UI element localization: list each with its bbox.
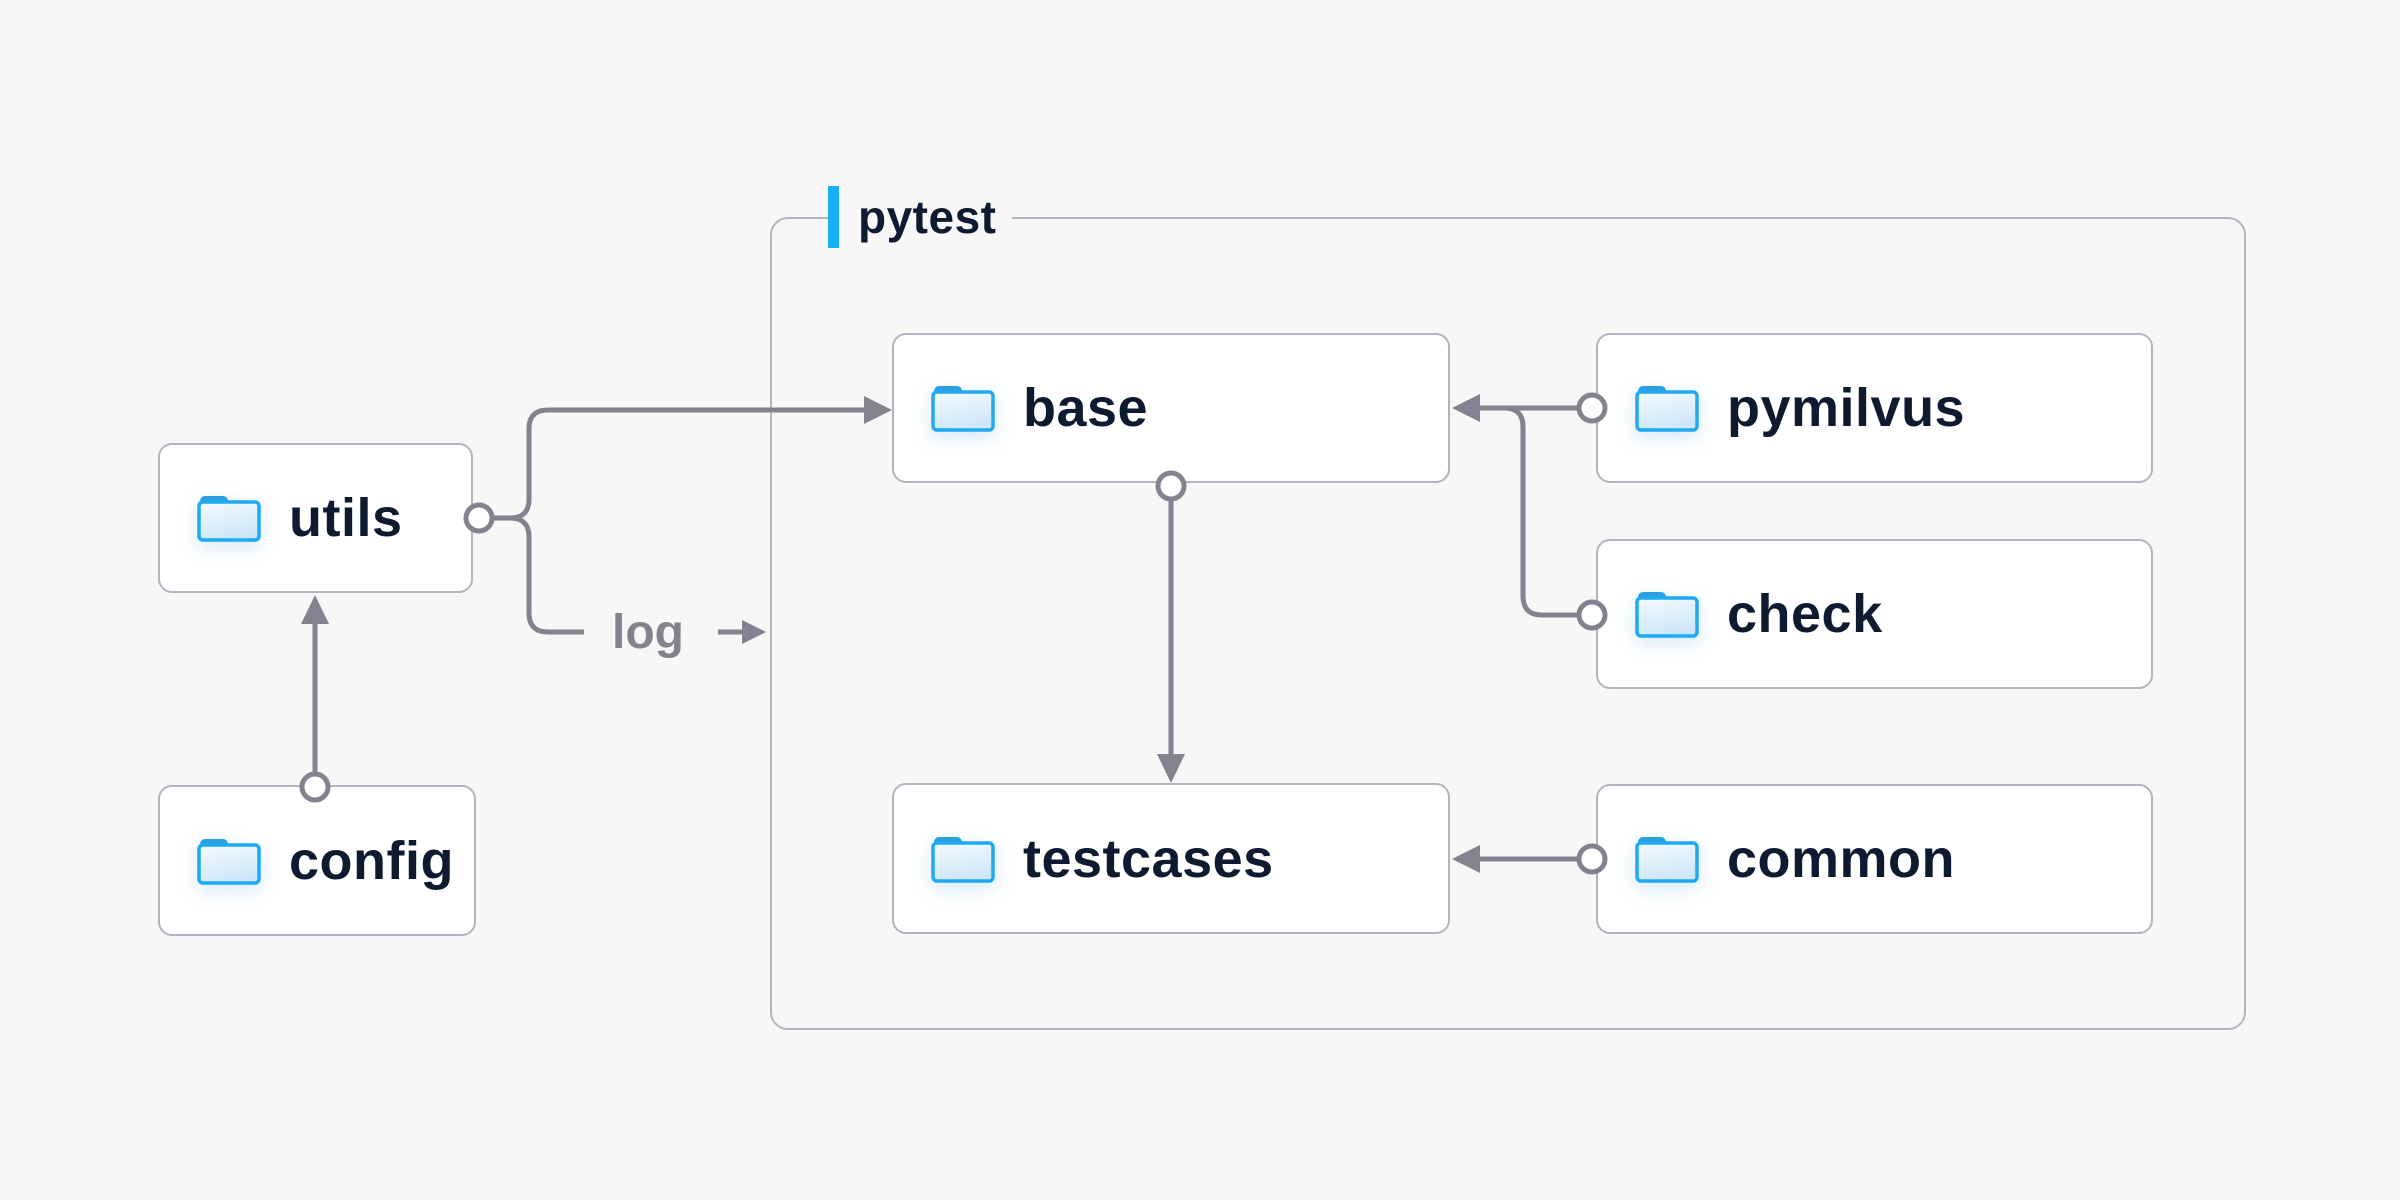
node-testcases: testcases (892, 783, 1450, 934)
group-title: pytest (858, 191, 997, 243)
folder-icon (196, 836, 262, 886)
node-pymilvus: pymilvus (1596, 333, 2153, 483)
node-base: base (892, 333, 1450, 483)
pytest-group-label: pytest (828, 186, 1013, 248)
node-label: testcases (1023, 828, 1274, 889)
node-common: common (1596, 784, 2153, 934)
folder-icon (1634, 834, 1700, 884)
edge-label-log: log (612, 606, 684, 659)
node-config: config (158, 785, 476, 936)
node-label: utils (289, 488, 403, 548)
folder-icon (930, 383, 996, 433)
folder-icon (1634, 589, 1700, 639)
node-label: config (289, 830, 454, 891)
edge-config-utils (299, 595, 331, 803)
accent-bar (828, 186, 839, 248)
node-utils: utils (158, 443, 473, 593)
folder-icon (930, 834, 996, 884)
node-label: common (1727, 829, 1956, 889)
node-label: pymilvus (1727, 378, 1966, 438)
pytest-group-box (770, 217, 2246, 1030)
folder-icon (1634, 383, 1700, 433)
folder-icon (196, 493, 262, 543)
node-label: check (1727, 584, 1883, 644)
node-check: check (1596, 539, 2153, 689)
node-label: base (1023, 378, 1149, 438)
